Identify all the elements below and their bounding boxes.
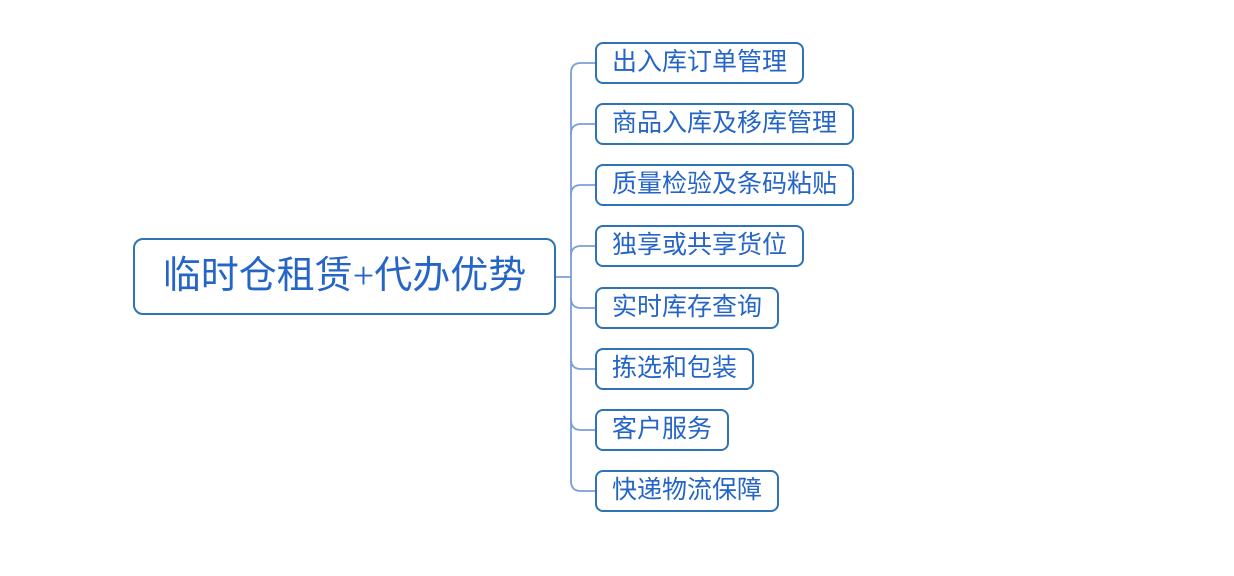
- subtopic-label: 拣选和包装: [612, 355, 738, 382]
- connector-path: [570, 480, 597, 492]
- subtopic-label: 实时库存查询: [612, 294, 763, 321]
- subtopic-node[interactable]: 实时库存查询: [595, 287, 780, 329]
- subtopic-node[interactable]: 拣选和包装: [595, 348, 755, 390]
- subtopic-node[interactable]: 独享或共享货位: [595, 225, 805, 267]
- connector-path: [570, 62, 597, 74]
- root-topic-node[interactable]: 临时仓租赁+代办优势: [133, 238, 556, 315]
- subtopic-label: 客户服务: [612, 416, 713, 443]
- connector-path: [570, 245, 597, 257]
- connector-path: [570, 358, 597, 370]
- subtopic-label: 质量检验及条码粘贴: [612, 171, 838, 198]
- connector-path: [570, 123, 597, 135]
- subtopic-label: 出入库订单管理: [612, 49, 788, 76]
- subtopic-node[interactable]: 质量检验及条码粘贴: [595, 164, 855, 206]
- connector-path: [570, 184, 597, 196]
- connector-path: [570, 297, 597, 309]
- subtopic-label: 独享或共享货位: [612, 232, 788, 259]
- subtopic-node[interactable]: 客户服务: [595, 409, 730, 451]
- subtopic-node[interactable]: 快递物流保障: [595, 470, 780, 512]
- subtopic-label: 商品入库及移库管理: [612, 110, 838, 137]
- connector-path: [570, 419, 597, 431]
- subtopic-node[interactable]: 商品入库及移库管理: [595, 103, 855, 145]
- root-topic-label: 临时仓租赁+代办优势: [162, 255, 527, 297]
- subtopic-node[interactable]: 出入库订单管理: [595, 42, 805, 84]
- subtopic-label: 快递物流保障: [612, 477, 763, 504]
